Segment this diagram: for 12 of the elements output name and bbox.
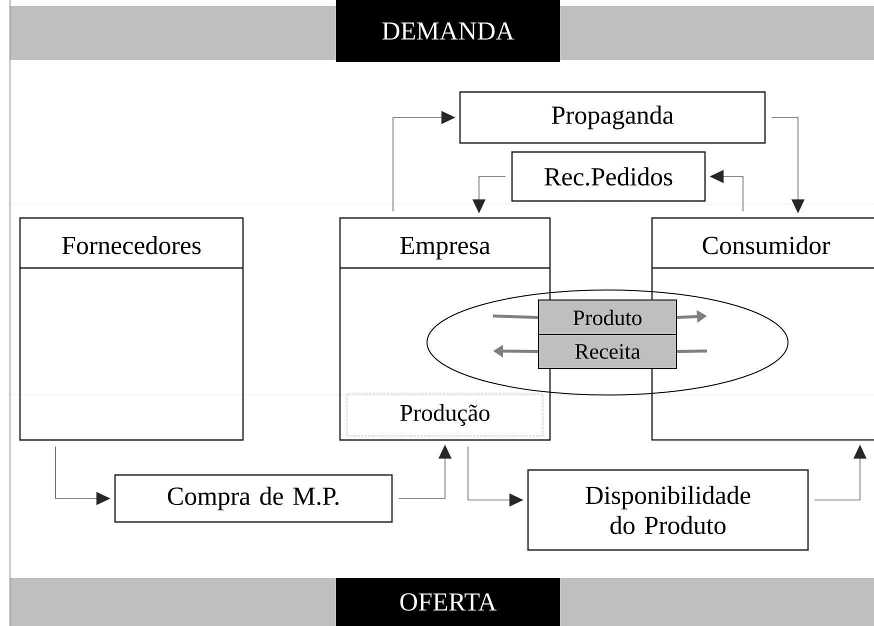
flow-box: Produto — [538, 300, 677, 336]
heading-box: OFERTA — [336, 578, 560, 626]
process-box: Produção — [346, 394, 544, 436]
entity-box: Consumidor — [651, 217, 874, 441]
flow-box: Receita — [538, 334, 677, 369]
process-box: Disponibilidade do Produto — [527, 469, 809, 551]
process-box: Compra de M.P. — [114, 474, 393, 523]
heading-box: DEMANDA — [336, 0, 560, 62]
process-box: Propaganda — [459, 91, 766, 144]
entity-box: Fornecedores — [19, 217, 244, 441]
process-box: Rec.Pedidos — [511, 151, 706, 202]
ellipse-shape — [426, 290, 789, 396]
